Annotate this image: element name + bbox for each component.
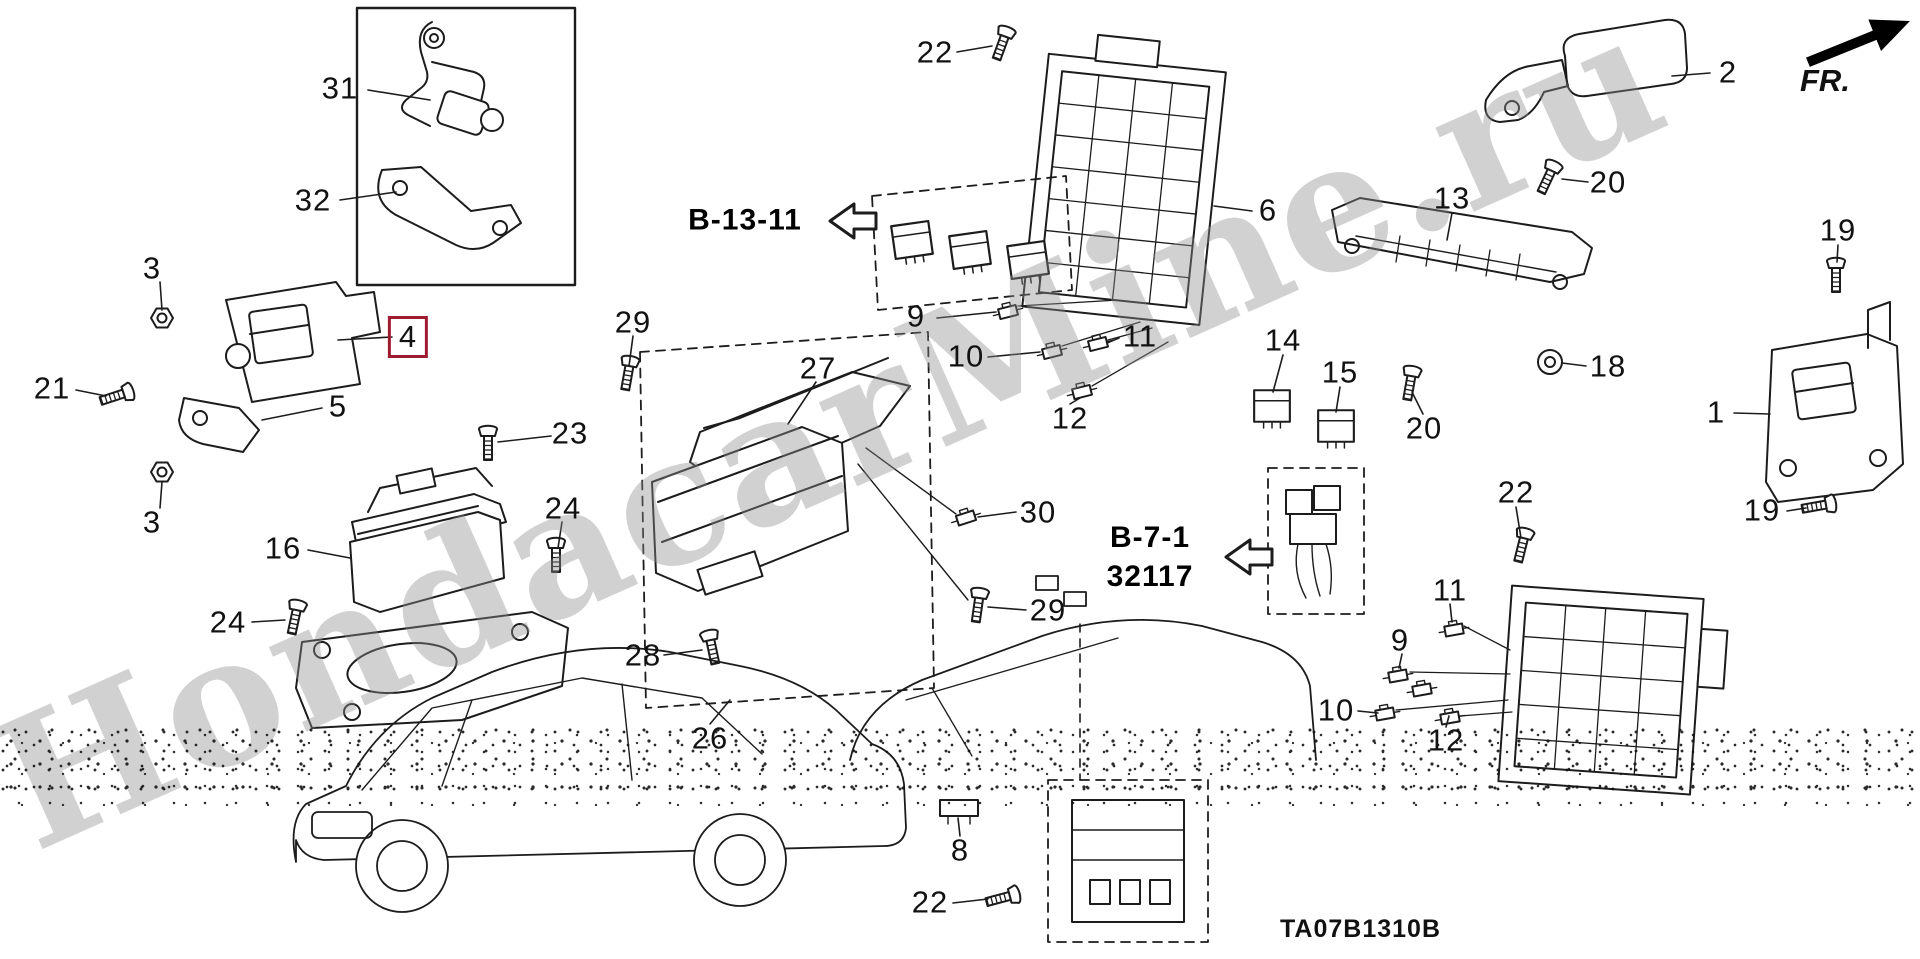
- fuse-clips-center: [990, 298, 1169, 402]
- callout-31[interactable]: 31: [321, 70, 359, 106]
- callout-24[interactable]: 24: [544, 490, 582, 526]
- callout-9[interactable]: 9: [906, 298, 926, 334]
- b-7-1-arrow-icon: [1224, 538, 1274, 576]
- part-2-cover: [1484, 18, 1688, 123]
- leader-lines: [75, 45, 1839, 904]
- fr-arrow-icon: [1806, 19, 1910, 67]
- b-13-11-relay-group: [871, 175, 1073, 311]
- reference-B-13-11[interactable]: B-13-11: [688, 203, 802, 237]
- callout-3[interactable]: 3: [142, 504, 162, 540]
- callout-30[interactable]: 30: [1019, 494, 1057, 530]
- callout-32[interactable]: 32: [294, 182, 332, 218]
- callout-4[interactable]: 4: [387, 316, 429, 358]
- part-4-bracket-assembly: [178, 281, 381, 453]
- callout-28[interactable]: 28: [624, 637, 662, 673]
- fuse-clips-right: [1367, 617, 1513, 727]
- fr-label: FR.: [1800, 63, 1850, 98]
- callout-10[interactable]: 10: [947, 338, 985, 374]
- callout-12[interactable]: 12: [1427, 722, 1465, 758]
- callout-23[interactable]: 23: [551, 415, 589, 451]
- callout-1[interactable]: 1: [1706, 394, 1726, 430]
- part-1-bracket-assembly: [1765, 301, 1904, 503]
- b-7-1-connector-group: [1267, 467, 1365, 615]
- part-18-grommet: [1537, 349, 1563, 375]
- bottom-module-group: [939, 623, 1209, 943]
- part-16-control-module: [295, 467, 569, 729]
- b-13-11-arrow-icon: [828, 202, 878, 240]
- callout-14[interactable]: 14: [1264, 322, 1302, 358]
- inset-box-31-32: [355, 6, 577, 287]
- callout-6[interactable]: 6: [1258, 192, 1278, 228]
- callout-29[interactable]: 29: [1029, 592, 1067, 628]
- callout-2[interactable]: 2: [1718, 54, 1738, 90]
- callout-11[interactable]: 11: [1432, 572, 1468, 608]
- callout-8[interactable]: 8: [950, 832, 970, 868]
- callout-19[interactable]: 19: [1819, 212, 1857, 248]
- callout-22[interactable]: 22: [1497, 474, 1535, 510]
- callout-18[interactable]: 18: [1589, 348, 1627, 384]
- callout-20[interactable]: 20: [1589, 164, 1627, 200]
- callout-24[interactable]: 24: [209, 604, 247, 640]
- callout-20[interactable]: 20: [1405, 410, 1443, 446]
- callout-12[interactable]: 12: [1051, 400, 1089, 436]
- callout-13[interactable]: 13: [1433, 180, 1471, 216]
- callout-16[interactable]: 16: [264, 530, 302, 566]
- callout-22[interactable]: 22: [911, 884, 949, 920]
- callout-27[interactable]: 27: [799, 350, 837, 386]
- fr-direction-indicator: FR.: [1796, 10, 1920, 99]
- part-6-fuse-box: [1021, 33, 1227, 327]
- callout-5[interactable]: 5: [328, 388, 348, 424]
- callout-15[interactable]: 15: [1321, 354, 1359, 390]
- callout-3[interactable]: 3: [142, 250, 162, 286]
- callout-11[interactable]: 11: [1122, 318, 1158, 354]
- callout-29[interactable]: 29: [614, 304, 652, 340]
- part-13-bracket: [1331, 197, 1593, 290]
- callout-21[interactable]: 21: [33, 370, 71, 406]
- part-26-27-module-group: [639, 331, 969, 709]
- callout-10[interactable]: 10: [1317, 692, 1355, 728]
- callout-26[interactable]: 26: [691, 720, 729, 756]
- callout-9[interactable]: 9: [1390, 622, 1410, 658]
- diagram-code: TA07B1310B: [1280, 915, 1442, 943]
- callout-19[interactable]: 19: [1743, 492, 1781, 528]
- callout-22[interactable]: 22: [916, 34, 954, 70]
